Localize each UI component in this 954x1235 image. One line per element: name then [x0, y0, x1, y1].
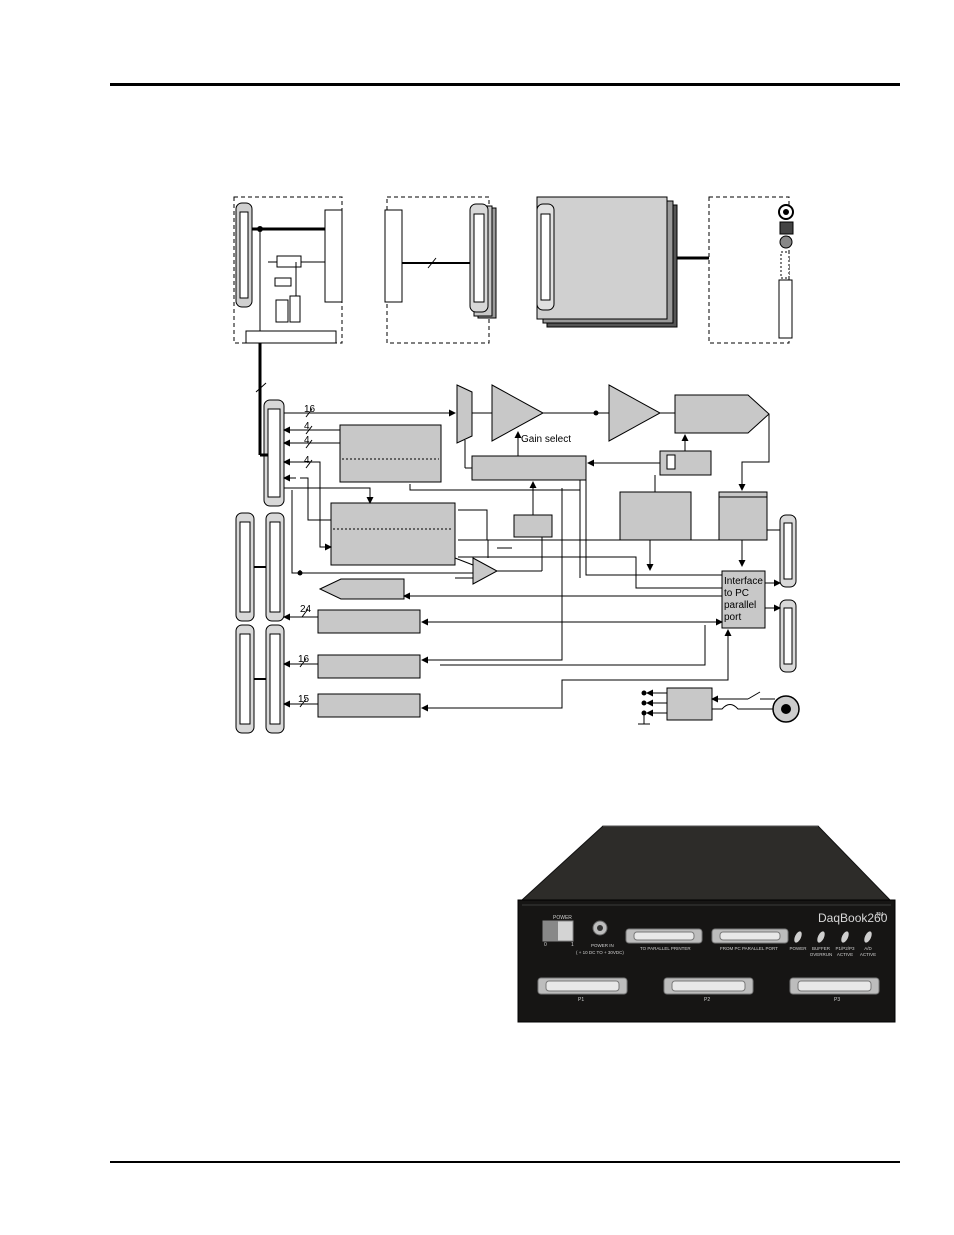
p3-label: P3 — [834, 997, 840, 1003]
pc-interface-block — [721, 570, 766, 629]
expansion-module-4 — [708, 196, 790, 344]
led-label: BUFFER — [812, 946, 831, 951]
bnc-connectors — [778, 204, 794, 249]
expansion-card — [536, 196, 668, 320]
switch-component — [275, 299, 289, 323]
led-label: POWER — [789, 946, 807, 951]
led-label-sub: OVERRUN — [810, 952, 833, 957]
digital-io-block — [330, 502, 456, 566]
terminal-strip — [778, 279, 793, 339]
bus-width-label: 4 — [304, 455, 310, 466]
analog-output-driver — [318, 578, 405, 600]
switch-on-label: 1 — [571, 942, 574, 948]
fuse-component — [274, 277, 292, 287]
device-front-face — [517, 899, 896, 1023]
db37-connector-module2 — [469, 203, 489, 313]
main-analog-connector — [263, 399, 285, 507]
dac-block — [339, 424, 442, 483]
power-in-range: ( + 10 DC TO + 30VDC) — [576, 950, 624, 955]
bus-width-label: 15 — [298, 694, 310, 705]
ribbon-connector-module1 — [245, 330, 337, 344]
footer-rule — [110, 1161, 900, 1163]
db37-stack-left-lower — [235, 624, 255, 734]
bus-width-label: 4 — [304, 435, 310, 446]
p1-connector[interactable] — [537, 977, 628, 995]
bus-width-label: 24 — [300, 604, 312, 615]
from-pc-label: FROM PC PARALLEL PORT — [720, 946, 778, 951]
bus-width-label: 16 — [298, 654, 310, 665]
db37-connector-module1 — [235, 202, 253, 308]
status-led-power — [794, 931, 802, 943]
led-label: A/D — [864, 946, 872, 951]
trigger-comparator — [472, 557, 499, 585]
bus-width-label: 4 — [304, 421, 310, 432]
status-led-ad — [864, 931, 872, 943]
led-label-sub: ACTIVE — [837, 952, 853, 957]
status-led-ports — [841, 931, 849, 943]
header-rule — [110, 83, 900, 86]
printer-port-connector — [779, 514, 797, 588]
p2-label: P2 — [704, 997, 710, 1003]
block-diagram: 16 4 4 4 24 16 15 Gain select — [233, 196, 800, 734]
led-label-sub: ACTIVE — [860, 952, 876, 957]
db37-stack-left-upper — [235, 512, 255, 622]
pc-interface-label: port — [724, 612, 741, 623]
p2-connector[interactable] — [663, 977, 754, 995]
hourglass-icon — [666, 454, 676, 470]
p3-connector[interactable] — [789, 977, 880, 995]
ad-converter — [674, 394, 770, 434]
control-logic-block — [619, 491, 692, 541]
relay-component — [276, 255, 302, 268]
port-c-block — [317, 693, 421, 718]
pc-interface-label: to PC — [724, 588, 749, 599]
pc-interface-label: Interface — [724, 576, 763, 587]
to-parallel-printer-connector[interactable] — [625, 928, 703, 944]
pc-interface-label: parallel — [724, 600, 756, 611]
switch-off-label: 0 — [544, 942, 547, 948]
pc-port-connector — [779, 599, 797, 673]
fifo-buffer-block — [718, 491, 768, 541]
device-brand: DaqBook260 — [818, 911, 888, 925]
fuse-icon — [712, 704, 748, 710]
power-regulator-block — [666, 687, 713, 721]
header-connector-module1 — [324, 209, 343, 303]
input-multiplexer — [456, 384, 473, 444]
from-pc-parallel-connector[interactable] — [711, 928, 789, 944]
p1-label: P1 — [578, 997, 584, 1003]
power-switch-label: POWER — [553, 915, 572, 921]
port-b-block — [317, 654, 421, 679]
to-printer-label: TO PARALLEL PRINTER — [640, 946, 691, 951]
bus-width-label: 16 — [304, 404, 316, 415]
gain-select-label: Gain select — [521, 434, 571, 445]
db37-connector-module3 — [536, 203, 555, 311]
status-led-buffer — [817, 931, 825, 943]
device-top-cover — [520, 825, 892, 901]
power-in-label: POWER IN — [591, 943, 614, 948]
device-trademark: TM — [876, 912, 883, 918]
led-label: P1/P2/P3 — [835, 946, 855, 951]
header-connector-module2 — [384, 209, 403, 303]
power-switch-icon — [747, 691, 761, 700]
port-a-block — [317, 609, 421, 634]
